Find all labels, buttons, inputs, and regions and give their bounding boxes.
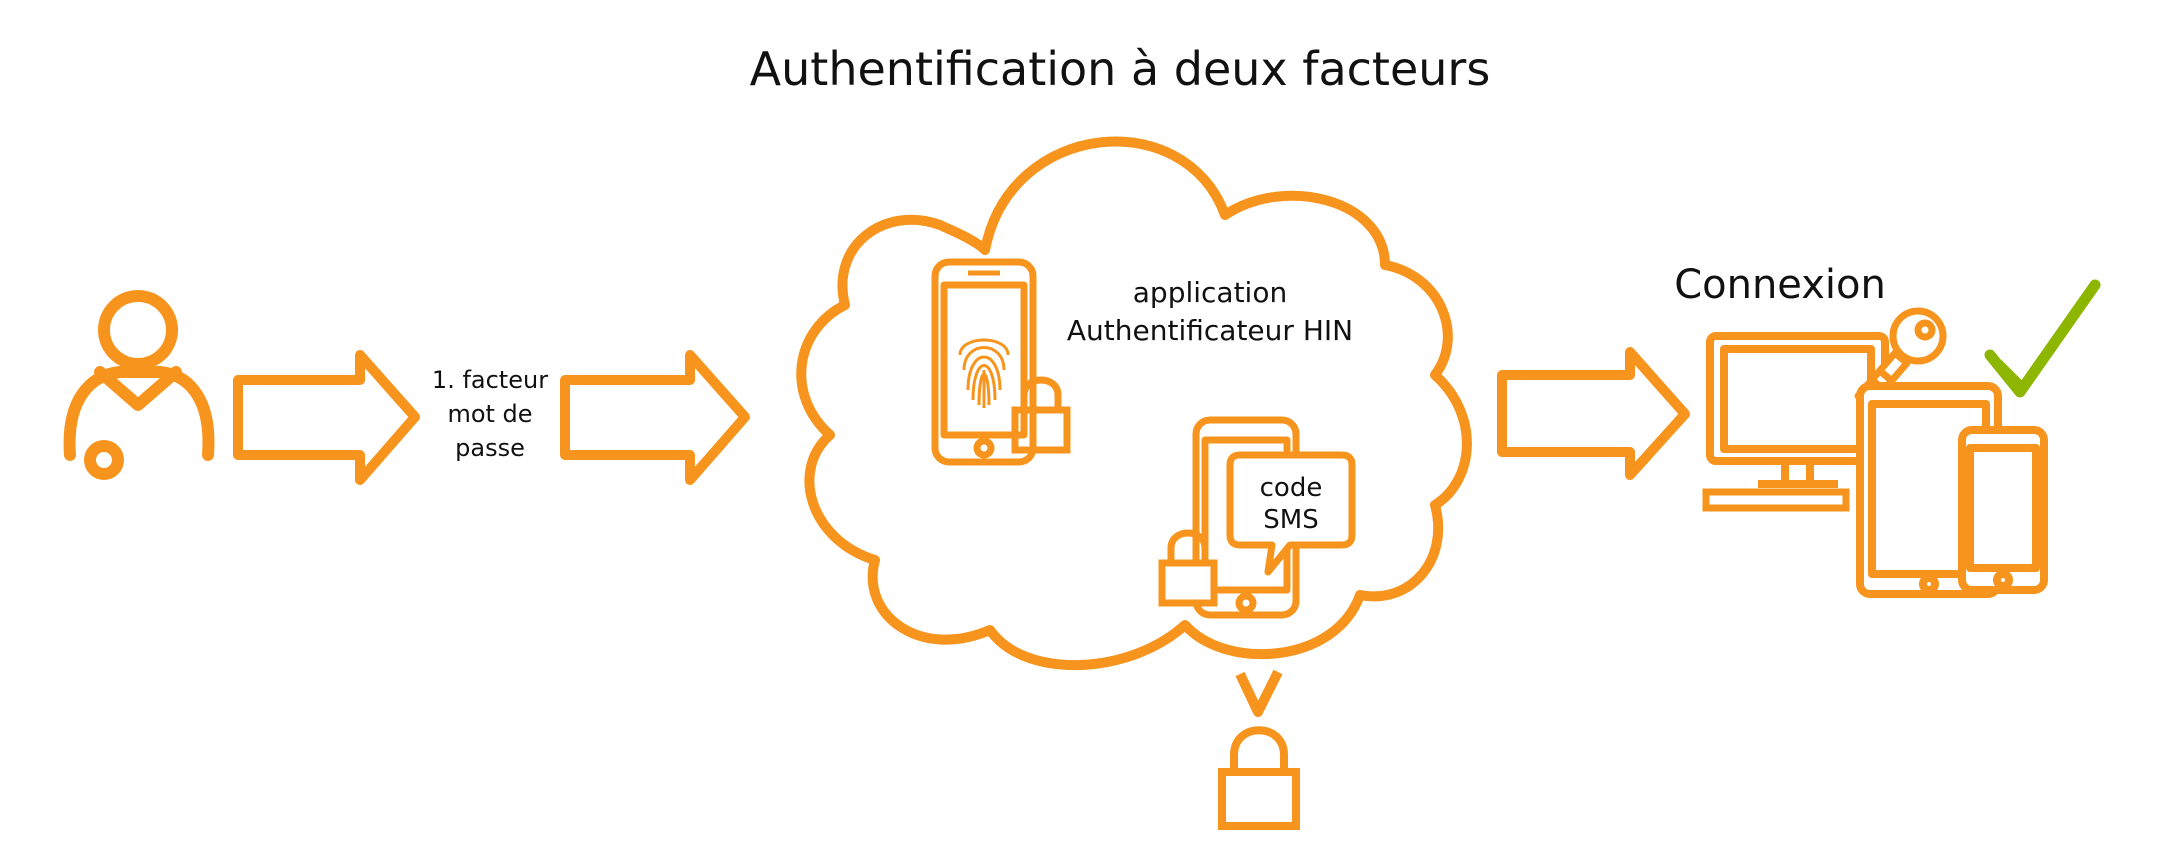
smartphone-icon bbox=[1958, 426, 2048, 594]
first-factor-line3: passe bbox=[455, 434, 525, 462]
keyboard-icon bbox=[1702, 488, 1850, 512]
app-label-line1: application bbox=[1133, 276, 1287, 309]
first-factor-line2: mot de bbox=[447, 400, 532, 428]
first-factor-label: 1. facteur mot de passe bbox=[432, 366, 548, 462]
arrow-right-icon bbox=[233, 350, 420, 485]
user-icon bbox=[63, 290, 215, 480]
cloud-icon bbox=[796, 136, 1472, 717]
authenticator-app-label: application Authentificateur HIN bbox=[1067, 276, 1353, 347]
padlock-icon bbox=[1011, 376, 1071, 454]
smartphone-icon bbox=[931, 258, 1037, 466]
padlock-icon bbox=[1218, 726, 1300, 830]
padlock-icon bbox=[1158, 529, 1218, 607]
fingerprint-icon bbox=[958, 338, 1010, 408]
connexion-label: Connexion bbox=[1674, 262, 1886, 308]
speech-bubble-icon: code SMS bbox=[1226, 451, 1356, 576]
diagram-title: Authentification à deux facteurs bbox=[750, 42, 1491, 96]
app-label-line2: Authentificateur HIN bbox=[1067, 314, 1353, 347]
checkmark-icon bbox=[1984, 279, 2101, 398]
arrow-right-icon bbox=[560, 350, 750, 485]
sms-label-line2: SMS bbox=[1263, 505, 1318, 535]
sms-label-line1: code bbox=[1260, 473, 1323, 503]
arrow-right-icon bbox=[1497, 347, 1690, 480]
first-factor-line1: 1. facteur bbox=[432, 366, 548, 394]
